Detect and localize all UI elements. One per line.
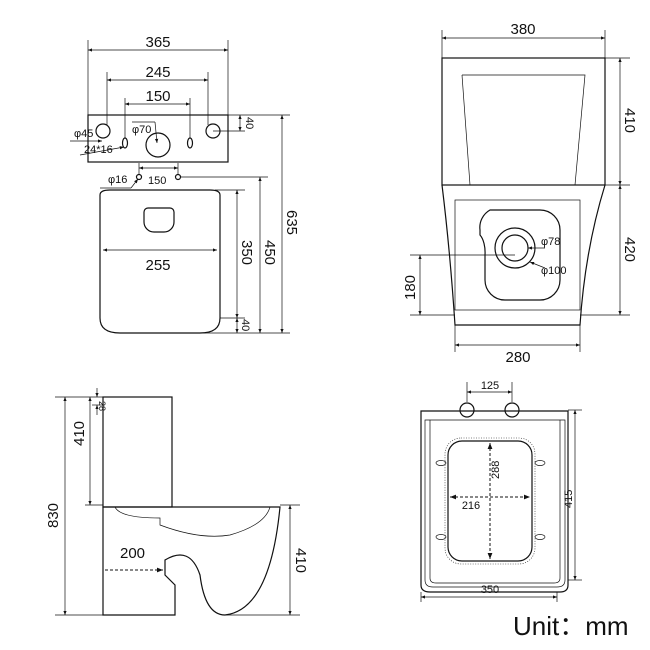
- dim-255: 255: [145, 257, 170, 274]
- label-hole-45: φ45: [74, 128, 93, 140]
- dim-410-side-tank: 410: [71, 421, 88, 446]
- dim-420: 420: [621, 237, 638, 262]
- dim-450: 450: [261, 240, 278, 265]
- dim-200: 200: [120, 545, 145, 562]
- label-hole-70: φ70: [132, 124, 151, 136]
- label-phi-100: φ100: [541, 265, 567, 277]
- dim-150-small: 150: [148, 175, 166, 187]
- dim-180: 180: [402, 275, 419, 300]
- dim-415: 415: [563, 490, 575, 508]
- dim-280: 280: [505, 349, 530, 366]
- dim-40-top: 40: [243, 117, 255, 129]
- seat-view: 125 288 216 415 350: [420, 380, 582, 602]
- dim-635: 635: [283, 210, 300, 235]
- label-phi-78: φ78: [541, 236, 560, 248]
- dim-150: 150: [145, 88, 170, 105]
- slot-left: [121, 137, 129, 149]
- dim-410-tank: 410: [621, 108, 638, 133]
- dim-28: 28: [97, 401, 107, 411]
- dim-365: 365: [145, 34, 170, 51]
- label-slot: 24*16: [84, 144, 113, 156]
- dim-830: 830: [45, 503, 62, 528]
- tank-outline: [87, 114, 229, 163]
- dim-350: 350: [238, 240, 255, 265]
- dim-216: 216: [462, 500, 480, 512]
- dim-410-bowl: 410: [292, 548, 309, 573]
- top-view: 365 245 150 40 φ45 24*16 φ70 φ16 150 635…: [70, 34, 300, 334]
- dim-350-seat: 350: [481, 584, 499, 596]
- side-view: 28 410 830 200 410: [45, 388, 309, 616]
- dim-288: 288: [490, 461, 502, 479]
- dim-125: 125: [481, 380, 499, 392]
- dim-380: 380: [510, 21, 535, 38]
- hole-large-left: [95, 123, 111, 139]
- dim-40-bottom: 40: [239, 319, 251, 331]
- dim-245: 245: [145, 64, 170, 81]
- label-hole-16: φ16: [108, 174, 127, 186]
- hole-center: [145, 132, 171, 158]
- front-view: 380 410 420 180 280 φ78 φ100: [402, 21, 638, 366]
- slot-right: [186, 137, 194, 149]
- unit-label: Unit：mm: [513, 611, 629, 641]
